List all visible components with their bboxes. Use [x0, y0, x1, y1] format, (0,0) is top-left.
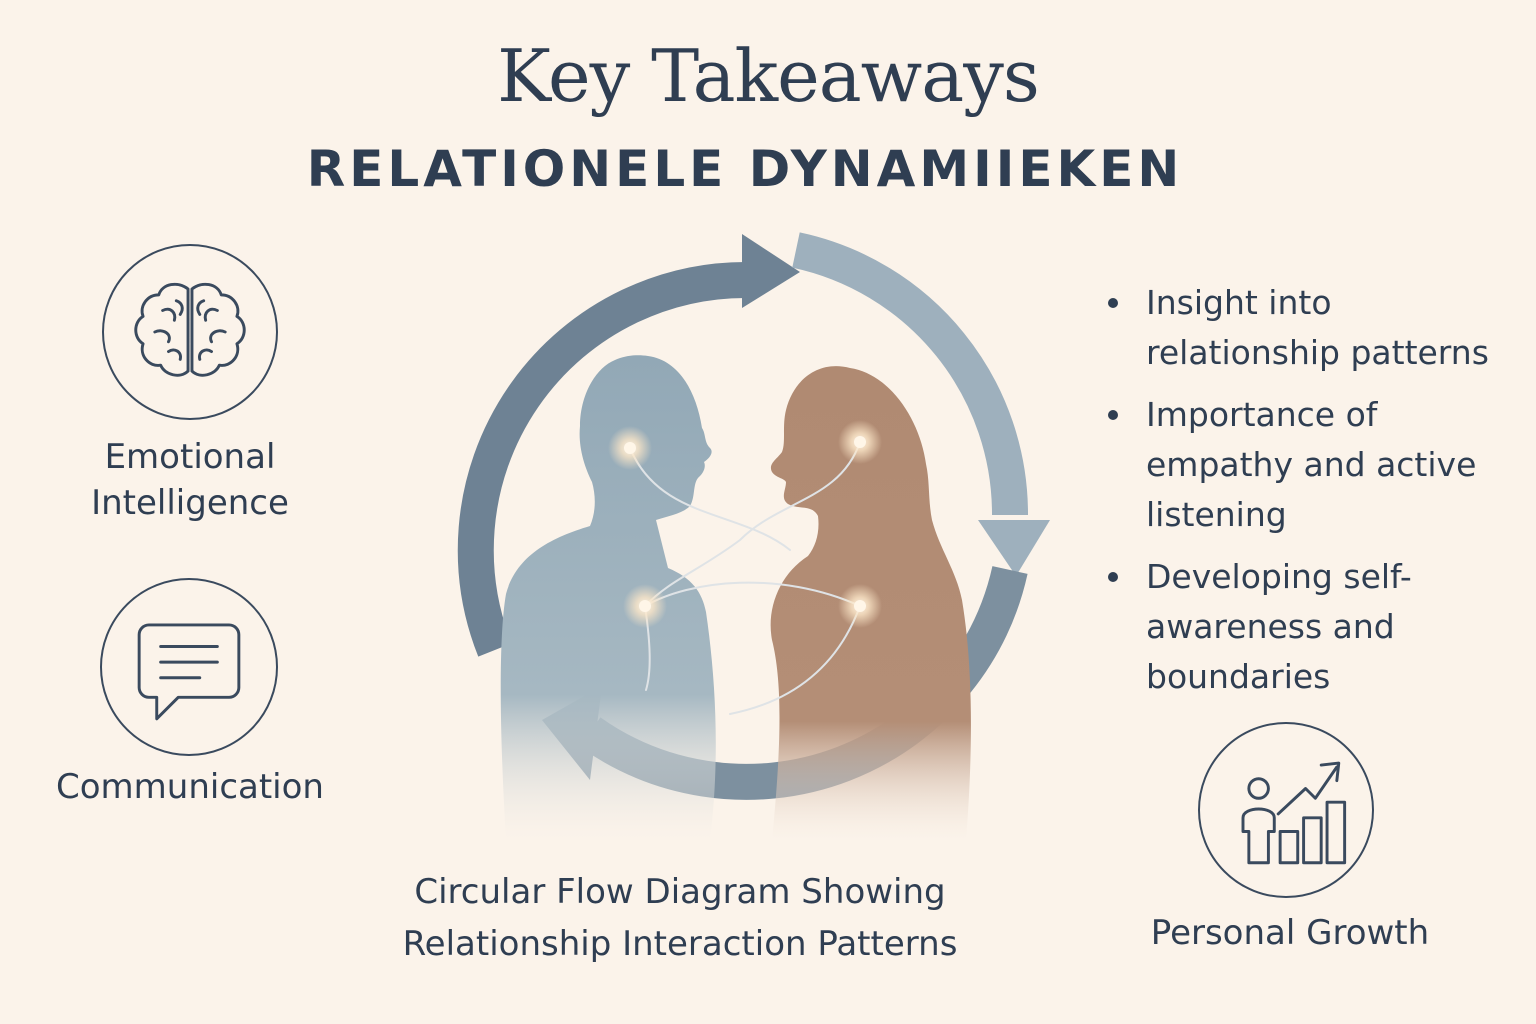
feature-label-communication: Communication	[56, 767, 324, 807]
diagram-caption-line-2: Relationship Interaction Patterns	[402, 924, 958, 964]
speech-bubble-icon	[100, 578, 278, 756]
list-item-text: Importance of empathy and active listeni…	[1146, 395, 1477, 534]
page-title: Key Takeaways	[497, 34, 1040, 118]
bullet-icon	[1108, 410, 1118, 420]
list-item: Insight into relationship patterns	[1100, 278, 1520, 378]
diagram-caption-line-1: Circular Flow Diagram Showing	[414, 872, 946, 912]
takeaway-list: Insight into relationship patterns Impor…	[1100, 278, 1520, 714]
brain-icon	[102, 244, 278, 420]
list-item: Importance of empathy and active listeni…	[1100, 390, 1520, 540]
list-item-text: Insight into relationship patterns	[1146, 283, 1489, 372]
page-subtitle: RELATIONELE DYNAMIIEKEN	[306, 140, 1184, 198]
list-item: Developing self-awareness and boundaries	[1100, 552, 1520, 702]
flow-arrow-top	[457, 261, 751, 657]
flow-arrowhead-top	[742, 234, 800, 308]
growth-chart-icon	[1198, 722, 1374, 898]
diagram-caption: Circular Flow Diagram Showing Relationsh…	[380, 866, 980, 970]
feature-label-personal-growth: Personal Growth	[1150, 913, 1430, 953]
feature-label-emotional-intelligence: Emotional Intelligence	[91, 437, 289, 523]
flow-arrowhead-right	[978, 520, 1050, 576]
glow-points	[608, 420, 882, 628]
circular-flow-diagram	[457, 232, 1050, 840]
person-left-silhouette	[500, 355, 716, 840]
bullet-icon	[1108, 298, 1118, 308]
list-item-text: Developing self-awareness and boundaries	[1146, 557, 1412, 696]
flow-arrow-right	[792, 232, 1029, 516]
bullet-icon	[1108, 572, 1118, 582]
